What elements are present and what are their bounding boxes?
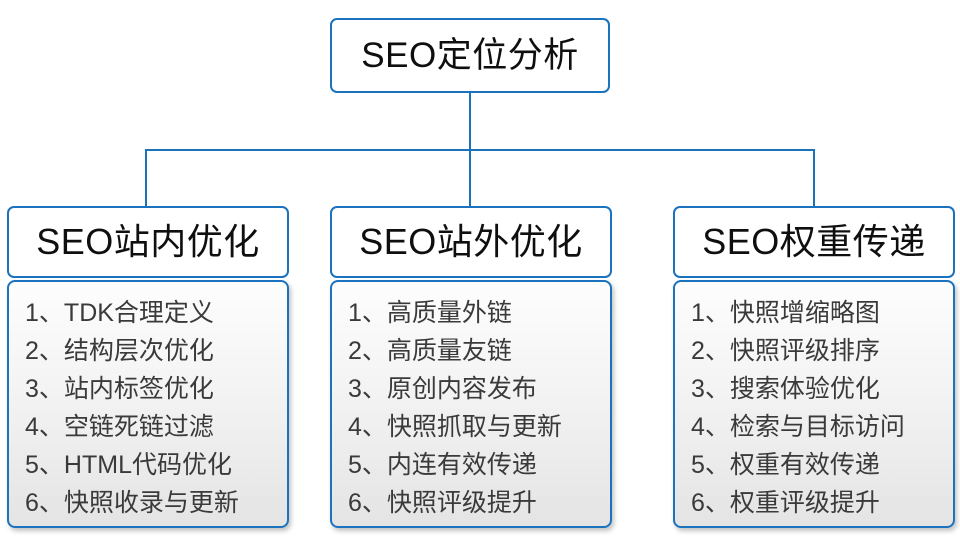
list-item: 1、高质量外链 <box>348 294 600 332</box>
list-item: 5、HTML代码优化 <box>25 446 277 484</box>
list-item-separator: 、 <box>38 413 64 441</box>
list-item-text: TDK合理定义 <box>63 299 214 327</box>
branch-header-2-label: SEO站外优化 <box>359 221 583 262</box>
connector-root-vertical <box>469 93 471 151</box>
list-item: 1、快照增缩略图 <box>691 294 943 332</box>
branch-header-1[interactable]: SEO站内优化 <box>7 206 289 278</box>
list-item-separator: 、 <box>361 299 387 327</box>
list-item-separator: 、 <box>704 375 730 403</box>
list-item: 4、空链死链过滤 <box>25 408 277 446</box>
branch-header-3[interactable]: SEO权重传递 <box>673 206 955 278</box>
list-item-index: 4 <box>691 413 705 441</box>
list-item-text: 检索与目标访问 <box>729 413 905 441</box>
list-item-text: 高质量友链 <box>386 337 512 365</box>
list-item-separator: 、 <box>38 337 64 365</box>
list-item: 6、快照评级提升 <box>348 484 600 522</box>
list-item-text: 权重有效传递 <box>729 451 880 479</box>
branch-header-2[interactable]: SEO站外优化 <box>330 206 612 278</box>
list-item: 4、检索与目标访问 <box>691 408 943 446</box>
connector-branch-left <box>145 149 147 207</box>
list-item: 3、站内标签优化 <box>25 370 277 408</box>
list-item: 6、快照收录与更新 <box>25 484 277 522</box>
list-item-separator: 、 <box>704 489 730 517</box>
list-item: 2、快照评级排序 <box>691 332 943 370</box>
list-item-text: 站内标签优化 <box>63 375 214 403</box>
list-item-index: 3 <box>348 375 362 403</box>
root-node[interactable]: SEO定位分析 <box>330 18 610 93</box>
list-item-separator: 、 <box>38 451 64 479</box>
list-item-text: HTML代码优化 <box>63 451 232 479</box>
branch-header-3-label: SEO权重传递 <box>702 221 926 262</box>
list-item-text: 原创内容发布 <box>386 375 537 403</box>
branch-column-1: SEO站内优化 1、TDK合理定义 2、结构层次优化 3、站内标签优化 4、空链… <box>7 206 289 528</box>
branch-column-2: SEO站外优化 1、高质量外链 2、高质量友链 3、原创内容发布 4、快照抓取与… <box>330 206 612 528</box>
list-item: 6、权重评级提升 <box>691 484 943 522</box>
connector-branch-right <box>813 149 815 207</box>
list-item-text: 快照抓取与更新 <box>386 413 562 441</box>
list-item-text: 内连有效传递 <box>386 451 537 479</box>
list-item-index: 6 <box>25 489 39 517</box>
list-item: 5、权重有效传递 <box>691 446 943 484</box>
list-item-text: 结构层次优化 <box>63 337 214 365</box>
list-item-index: 2 <box>25 337 39 365</box>
list-item-separator: 、 <box>38 299 64 327</box>
list-item-separator: 、 <box>361 337 387 365</box>
list-item: 5、内连有效传递 <box>348 446 600 484</box>
list-item-index: 2 <box>691 337 705 365</box>
list-item: 1、TDK合理定义 <box>25 294 277 332</box>
list-item-separator: 、 <box>704 451 730 479</box>
list-item-index: 1 <box>691 299 705 327</box>
branch-body-3: 1、快照增缩略图 2、快照评级排序 3、搜索体验优化 4、检索与目标访问 5、权… <box>673 280 955 528</box>
list-item-index: 1 <box>25 299 39 327</box>
root-node-label: SEO定位分析 <box>361 36 579 75</box>
list-item-text: 快照评级排序 <box>729 337 880 365</box>
list-item-separator: 、 <box>361 489 387 517</box>
list-item-separator: 、 <box>704 299 730 327</box>
list-item-text: 搜索体验优化 <box>729 375 880 403</box>
list-item: 3、搜索体验优化 <box>691 370 943 408</box>
list-item-index: 5 <box>348 451 362 479</box>
list-item-text: 快照增缩略图 <box>729 299 880 327</box>
item-list-3: 1、快照增缩略图 2、快照评级排序 3、搜索体验优化 4、检索与目标访问 5、权… <box>691 294 943 522</box>
list-item-separator: 、 <box>38 489 64 517</box>
item-list-1: 1、TDK合理定义 2、结构层次优化 3、站内标签优化 4、空链死链过滤 5、H… <box>25 294 277 522</box>
list-item-separator: 、 <box>361 413 387 441</box>
connector-branch-middle <box>469 149 471 207</box>
list-item-text: 快照收录与更新 <box>63 489 239 517</box>
list-item-text: 权重评级提升 <box>729 489 880 517</box>
list-item-index: 6 <box>348 489 362 517</box>
branch-header-1-label: SEO站内优化 <box>36 221 260 262</box>
connector-horizontal-bus <box>145 149 815 151</box>
list-item-separator: 、 <box>704 337 730 365</box>
list-item: 2、高质量友链 <box>348 332 600 370</box>
item-list-2: 1、高质量外链 2、高质量友链 3、原创内容发布 4、快照抓取与更新 5、内连有… <box>348 294 600 522</box>
list-item-index: 1 <box>348 299 362 327</box>
list-item-text: 空链死链过滤 <box>63 413 214 441</box>
list-item: 4、快照抓取与更新 <box>348 408 600 446</box>
list-item-index: 5 <box>691 451 705 479</box>
list-item-separator: 、 <box>361 451 387 479</box>
list-item-index: 5 <box>25 451 39 479</box>
list-item-index: 2 <box>348 337 362 365</box>
list-item: 3、原创内容发布 <box>348 370 600 408</box>
list-item-text: 快照评级提升 <box>386 489 537 517</box>
list-item-index: 4 <box>348 413 362 441</box>
list-item-text: 高质量外链 <box>386 299 512 327</box>
branch-column-3: SEO权重传递 1、快照增缩略图 2、快照评级排序 3、搜索体验优化 4、检索与… <box>673 206 955 528</box>
list-item-index: 4 <box>25 413 39 441</box>
list-item-index: 3 <box>691 375 705 403</box>
list-item-index: 6 <box>691 489 705 517</box>
list-item: 2、结构层次优化 <box>25 332 277 370</box>
list-item-separator: 、 <box>38 375 64 403</box>
branch-body-1: 1、TDK合理定义 2、结构层次优化 3、站内标签优化 4、空链死链过滤 5、H… <box>7 280 289 528</box>
list-item-separator: 、 <box>704 413 730 441</box>
list-item-index: 3 <box>25 375 39 403</box>
list-item-separator: 、 <box>361 375 387 403</box>
branch-body-2: 1、高质量外链 2、高质量友链 3、原创内容发布 4、快照抓取与更新 5、内连有… <box>330 280 612 528</box>
